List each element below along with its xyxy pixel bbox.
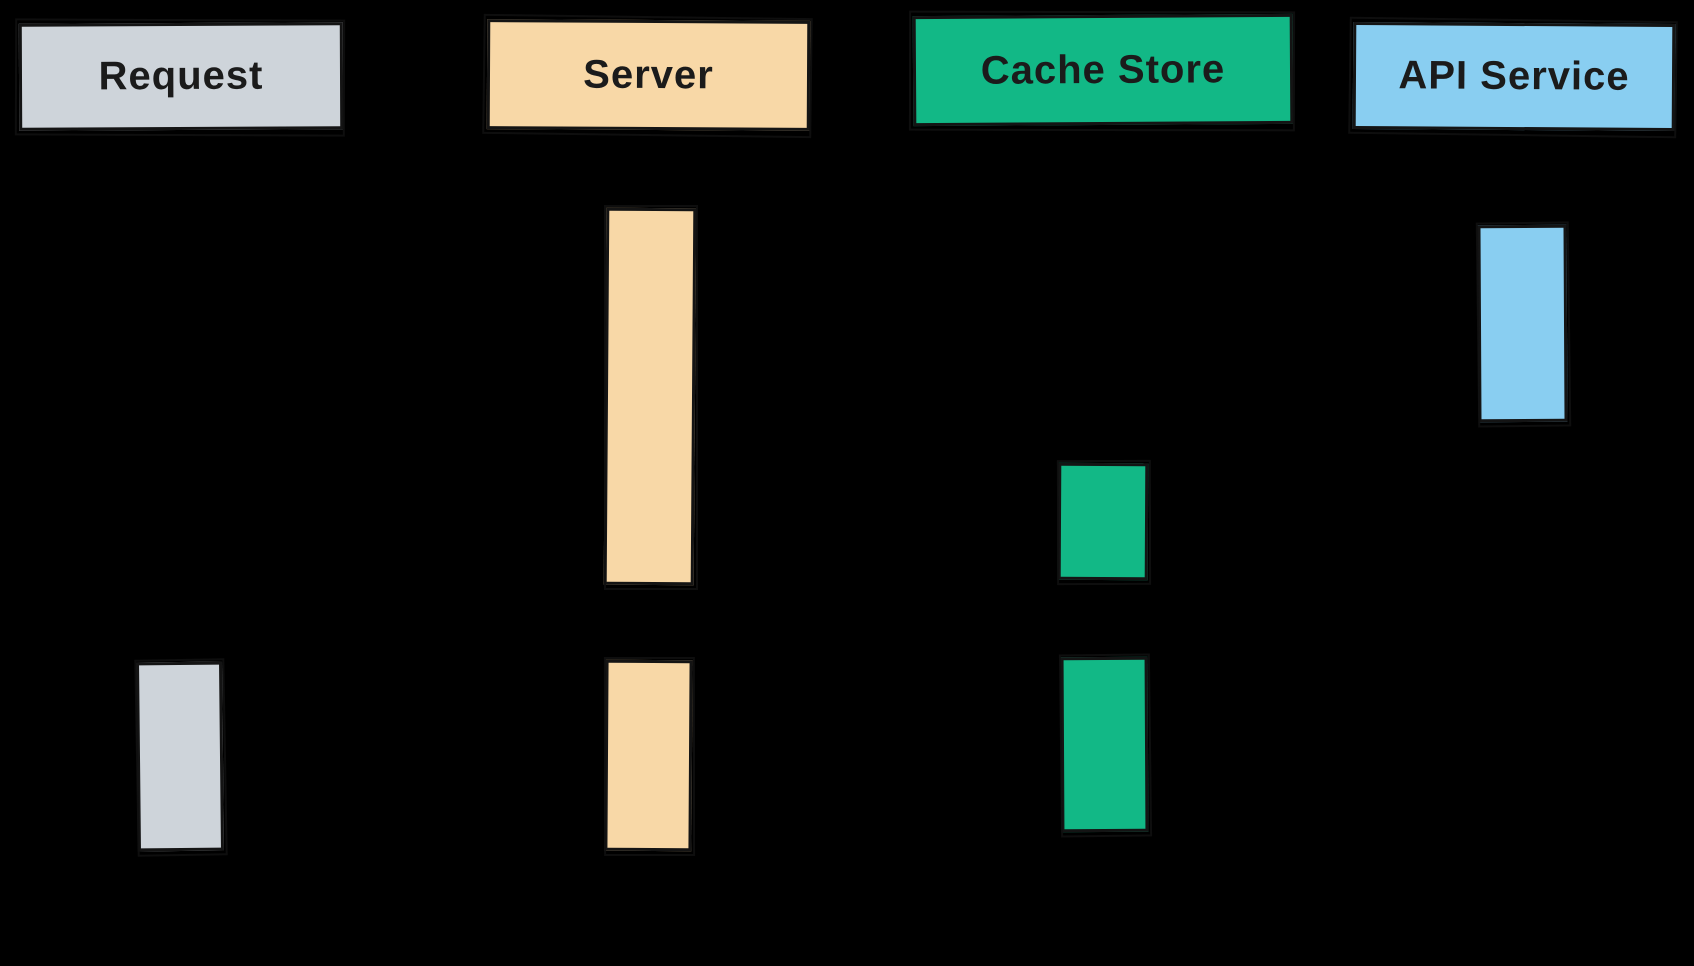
participant-label-server: Server: [583, 52, 714, 97]
activation-bar-api-service-1: [1477, 224, 1568, 423]
activation-bar-cache-store-2: [1060, 656, 1149, 833]
activation-bar-cache-store-1: [1057, 462, 1149, 581]
participant-box-api-service: API Service: [1352, 22, 1676, 131]
activation-bar-server-2: [604, 659, 693, 852]
participant-box-request: Request: [18, 22, 344, 131]
participant-box-cache-store: Cache Store: [912, 13, 1294, 127]
participant-label-api-service: API Service: [1398, 53, 1630, 99]
activation-bar-server-1: [603, 207, 697, 586]
participant-box-server: Server: [486, 19, 811, 131]
participant-label-request: Request: [98, 53, 264, 99]
activation-bar-request-1: [136, 661, 224, 852]
participant-label-cache-store: Cache Store: [980, 46, 1226, 93]
